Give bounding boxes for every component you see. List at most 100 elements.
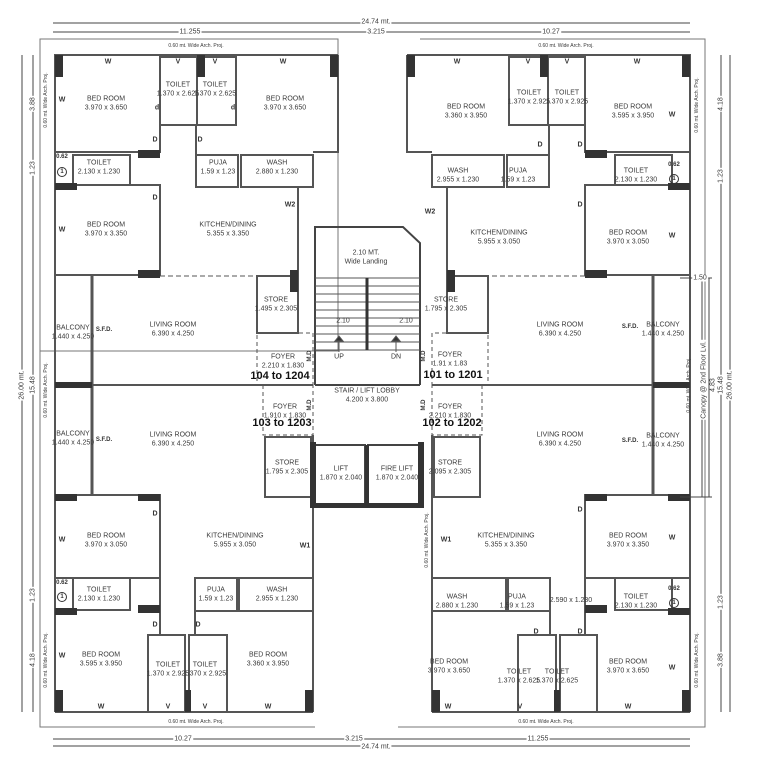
room-dimensions: 5.355 x 3.350 [484, 541, 528, 548]
room-dimensions: 3.970 x 3.350 [84, 230, 128, 237]
room-name: LIVING ROOM [149, 431, 197, 439]
dim-left-3: 15.48 [29, 375, 37, 395]
overall-depth-right: 26.00 mt. [726, 369, 734, 401]
overall-width-top: 24.74 mt. [360, 18, 392, 26]
room-name: TOILET [544, 668, 570, 676]
stair-up-label: UP [334, 353, 344, 361]
overall-width-bottom: 24.74 mt. [360, 743, 392, 751]
window-marker: W [453, 58, 461, 66]
shaft-circle-icon: 1 [57, 167, 67, 177]
small-door-marker: d [230, 104, 236, 112]
shaft-circle-icon: 1 [57, 592, 67, 602]
room-name: TOILET [623, 167, 649, 175]
arch-proj-label: 0.60 mt. Wide Arch. Proj. [694, 632, 700, 688]
w1-marker: W1 [440, 536, 452, 544]
ventilator-marker: V [564, 58, 570, 66]
door-marker: D [152, 621, 158, 629]
room-dimensions: 1.495 x 2.305 [254, 305, 298, 312]
room-name: FOYER [437, 351, 463, 359]
shaft-circle-icon: 1 [669, 598, 679, 608]
window-marker: W [668, 232, 676, 240]
shaft-dim: 0.62 [668, 586, 680, 592]
sfd-marker: S.F.D. [95, 327, 113, 333]
room-dimensions: 6.390 x 4.250 [151, 440, 195, 447]
right-wing-walls [405, 53, 692, 714]
arch-proj-label: 0.60 mt. Wide Arch. Proj. [686, 357, 692, 413]
room-name: BED ROOM [608, 532, 648, 540]
unit-label-102-1202: 102 to 1202 [422, 417, 482, 429]
arch-proj-label: 0.60 mt. Wide Arch. Proj. [43, 362, 49, 418]
room-dimensions: 3.360 x 3.950 [444, 112, 488, 119]
room-label-space: 2.590 x 1.230 [550, 597, 592, 606]
dim-right-2: 1.23 [717, 168, 725, 184]
room-dimensions: 1.795 x 2.305 [265, 468, 309, 475]
window-marker: W [668, 534, 676, 542]
ventilator-marker: V [517, 703, 523, 711]
ventilator-marker: V [175, 58, 181, 66]
door-marker: D [577, 201, 583, 209]
room-name: BALCONY [646, 432, 680, 440]
door-marker: D [152, 136, 158, 144]
room-dimensions: 1.370 x 2.625 [193, 90, 237, 97]
room-name: BED ROOM [81, 651, 121, 659]
main-door-marker: M.D [421, 399, 427, 411]
room-name: PUJA [207, 586, 225, 594]
dim-top-2: 3.215 [366, 28, 386, 36]
room-name: STORE [438, 459, 462, 467]
room-name: TOILET [516, 89, 542, 97]
dim-left-4: 1.23 [29, 587, 37, 603]
window-marker: W [58, 652, 66, 660]
room-dimensions: 3.970 x 3.650 [427, 667, 471, 674]
window-marker: W [624, 703, 632, 711]
room-name: BALCONY [56, 324, 90, 332]
room-name: WASH [447, 167, 469, 175]
room-dimensions: 1.440 x 4.250 [641, 330, 685, 337]
room-dimensions: 1.59 x 1.23 [198, 595, 234, 602]
room-dimensions: 1.795 x 2.305 [424, 305, 468, 312]
room-dimensions: 1.910 x 1.830 [263, 412, 307, 419]
unit-label-103-1203: 103 to 1203 [252, 417, 312, 429]
room-name: FOYER [437, 403, 463, 411]
room-name: TOILET [86, 159, 112, 167]
room-dimensions: 6.390 x 4.250 [538, 330, 582, 337]
dim-right-4: 1.23 [717, 594, 725, 610]
room-dimensions: 3.970 x 3.050 [606, 238, 650, 245]
room-name: FOYER [270, 353, 296, 361]
room-dimensions: 5.955 x 3.050 [477, 238, 521, 245]
arch-proj-label: 0.60 mt. Wide Arch. Proj. [694, 77, 700, 133]
door-marker: D [577, 141, 583, 149]
room-dimensions: 1.59 x 1.23 [500, 176, 536, 183]
main-door-marker: M.D [421, 350, 427, 362]
room-dimensions: 2.130 x 1.230 [614, 176, 658, 183]
room-dimensions: 6.390 x 4.250 [151, 330, 195, 337]
room-name: BED ROOM [86, 532, 126, 540]
room-name: BED ROOM [86, 95, 126, 103]
room-dimensions: 1.440 x 4.250 [51, 439, 95, 446]
